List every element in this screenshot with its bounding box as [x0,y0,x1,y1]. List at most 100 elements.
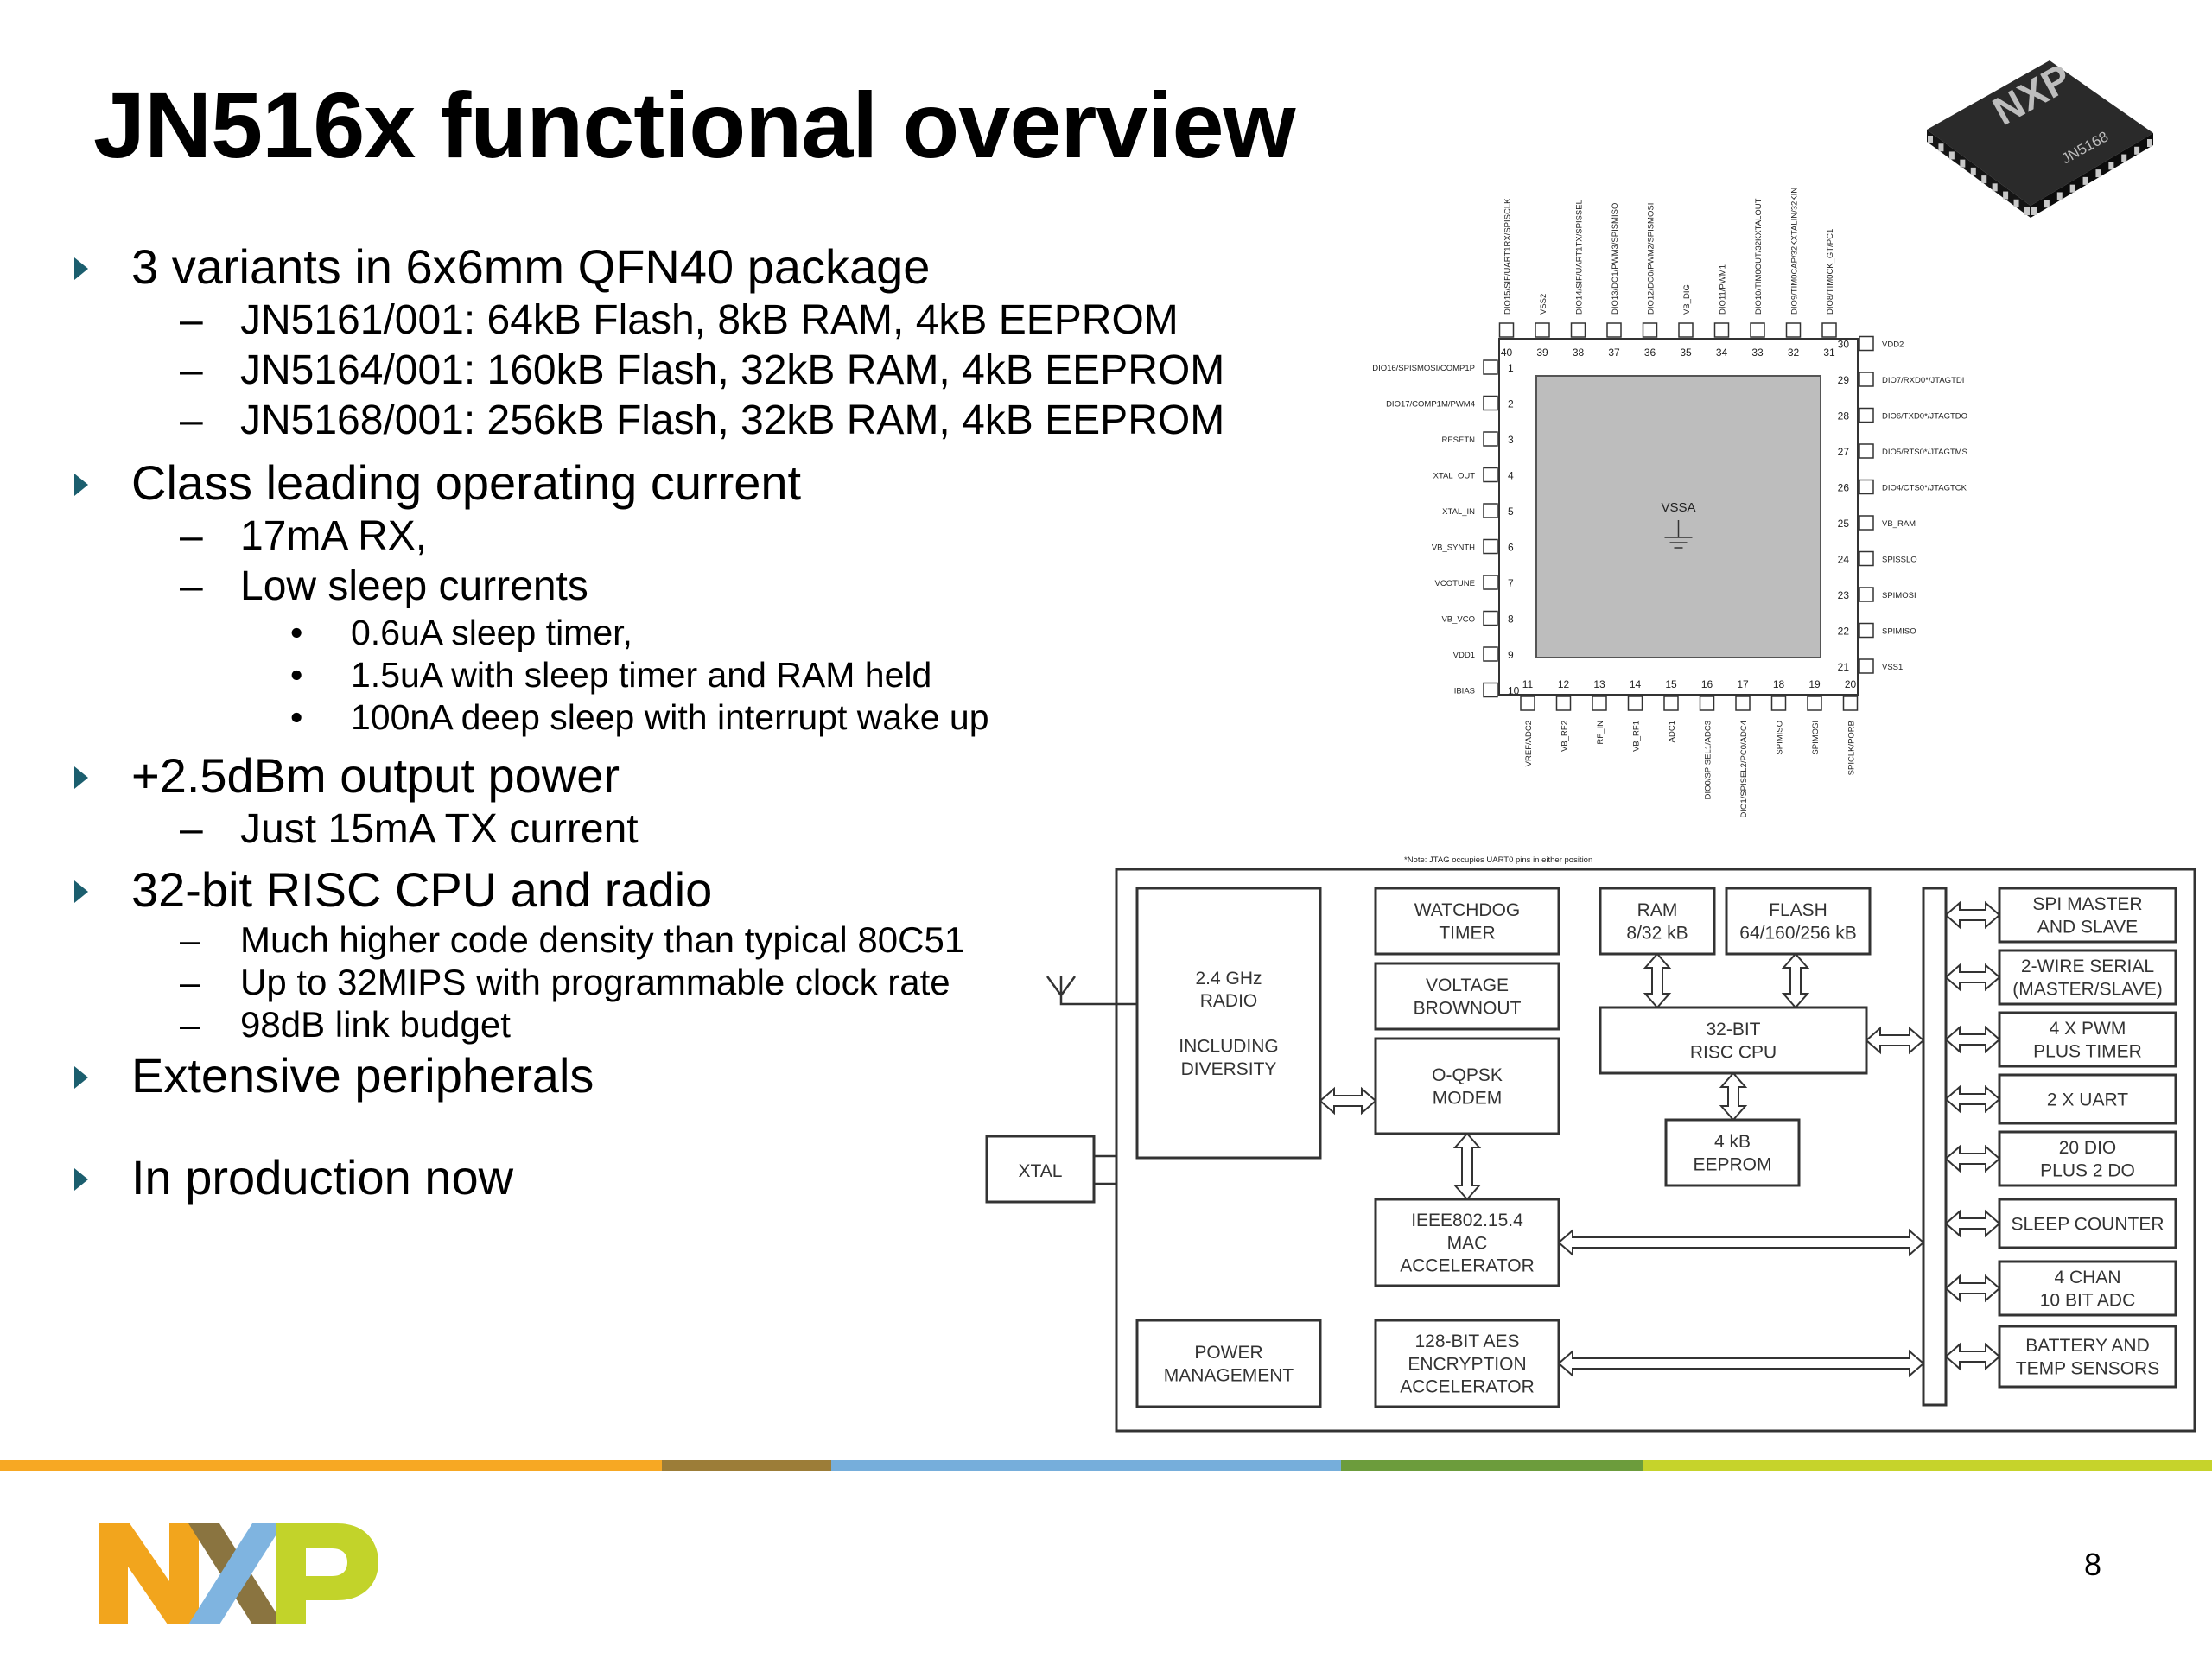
chip-pin [1981,175,1987,184]
pin-name: DIO6/TXD0*/JTAGTDO [1882,412,1967,422]
chip-pin [1970,167,1976,175]
radio-block [1135,887,1322,1160]
ram-block [1599,887,1716,956]
bullet-section: 3 variants in 6x6mm QFN40 package–JN5161… [74,238,1224,446]
bullet-level2: –Low sleep currents [74,562,1042,612]
dash-icon: – [180,513,203,559]
chip-package-image: NXP JN5168 [1927,54,2153,218]
pin-name: RF_IN [1596,721,1605,745]
watchdog-block-label: WATCHDOG [1414,900,1520,920]
pin-name: DIO4/CTS0*/JTAGTCK [1882,484,1967,493]
pin-name: DIO13/DO1/PWM3/SPISMISO [1611,203,1620,315]
modem-block-label: MODEM [1433,1088,1503,1108]
pin-name: VB_RAM [1882,519,1916,529]
flash-block-label: FLASH [1769,900,1827,920]
flash-block-label: 64/160/256 kB [1739,923,1856,943]
chip-top-face [1927,60,2153,206]
pin-pad [1483,682,1498,698]
pin-pad [1498,322,1515,338]
voltage-brownout-block-label: VOLTAGE [1426,976,1509,995]
bullet-arrow-icon [74,474,88,496]
pin-pad [1535,322,1550,338]
bullet-level2: –JN5161/001: 64kB Flash, 8kB RAM, 4kB EE… [74,296,1179,346]
pin-number: 15 [1665,678,1677,690]
antenna-icon [1046,976,1142,1006]
xtal-block [985,1135,1096,1204]
xtal-label: XTAL [1019,1161,1063,1181]
chip-pin [2031,207,2037,215]
pin-pad [1483,431,1498,447]
voltage-brownout-block-label: BROWNOUT [1414,998,1522,1018]
chip-pin [2108,162,2114,170]
bullet-section: Class leading operating current–17mA RX,… [74,454,1042,739]
pin-name: SPISSLO [1882,556,1917,565]
pin-number: 27 [1838,446,1850,458]
pin-number: 17 [1737,678,1749,690]
pin-pad [1483,503,1498,518]
cpu-block-label: RISC CPU [1690,1042,1777,1062]
sub-sub-bullet-text: 100nA deep sleep with interrupt wake up [351,697,989,737]
pin-number: 31 [1823,346,1835,359]
pin-pad [1859,335,1874,352]
bus-arrow [1944,963,2001,992]
pin-pad [1859,550,1874,567]
pin-number: 29 [1838,374,1850,386]
bullet-level3: •1.5uA with sleep timer and RAM held [74,654,1042,696]
power-management-block-label: MANAGEMENT [1164,1365,1294,1385]
peripheral-block [1998,887,2177,944]
peripheral-block-label: SPI MASTER [2032,894,2142,914]
eeprom-block-label: EEPROM [1693,1154,1771,1174]
sub-bullet-text: Up to 32MIPS with programmable clock rat… [240,962,950,1002]
bullet-text: Extensive peripherals [131,1048,594,1103]
ram-block-label: RAM [1637,900,1678,920]
eeprom-block [1664,1118,1801,1187]
pin-name: VB_RF1 [1632,721,1642,752]
slide-title: JN516x functional overview [93,73,1296,177]
pin-name: RESETN [1441,435,1475,445]
pin-pad [1699,696,1715,711]
pin-pad [1842,696,1859,711]
pin-name: VCOTUNE [1435,579,1475,588]
pin-number: 1 [1508,362,1514,374]
bullet-list: 3 variants in 6x6mm QFN40 package–JN5161… [74,238,1224,1206]
dash-icon: – [180,962,200,1002]
bullet-level1: +2.5dBm output power [74,747,1042,804]
logo-p-shape [276,1523,378,1624]
pin-name: VDD1 [1453,651,1475,660]
pin-number: 28 [1838,410,1850,423]
chip-pin [1992,183,1998,192]
dot-icon: • [290,613,303,652]
flash-cpu-arrow [1781,952,1810,1009]
pin-name: VREF/ADC2 [1524,721,1534,766]
sub-bullet-text: JN5168/001: 256kB Flash, 32kB RAM, 4kB E… [240,397,1225,443]
pin-name: DIO8/TIM0CK_GT/PC1 [1826,229,1835,315]
peripheral-block-label: 4 X PWM [2050,1019,2126,1039]
aes-bus-arrow [1557,1349,1925,1378]
bus-arrow [1944,1144,2001,1173]
bullet-arrow-icon [74,257,88,280]
peripheral-block [1998,1011,2177,1068]
pin-name: SPIMOSI [1811,721,1821,755]
pin-pad [1483,538,1498,555]
pin-name: DIO11/PWM1 [1719,264,1728,315]
peripheral-bus [1922,887,1948,1407]
bullet-level1: Class leading operating current [74,454,1042,512]
dash-icon: – [180,347,203,393]
center-pad-label: VSSA [1661,500,1695,515]
pin-pad [1859,515,1874,531]
pin-number: 38 [1573,346,1585,359]
mac-accelerator-block-label: ACCELERATOR [1400,1256,1535,1276]
dot-icon: • [290,655,303,695]
logo-x-right-shape [188,1523,283,1624]
pin-number: 6 [1508,542,1514,554]
bus-arrow [1944,1025,2001,1054]
sub-sub-bullet-text: 0.6uA sleep timer, [351,613,632,652]
pin-pad [1520,696,1535,711]
band-segment [1643,1460,2212,1471]
chip-pin [2095,169,2101,178]
pin-number: 11 [1522,678,1534,690]
bullet-level2: –17mA RX, [74,512,1042,562]
pin-pad [1663,696,1679,711]
pin-pad [1807,696,1822,711]
